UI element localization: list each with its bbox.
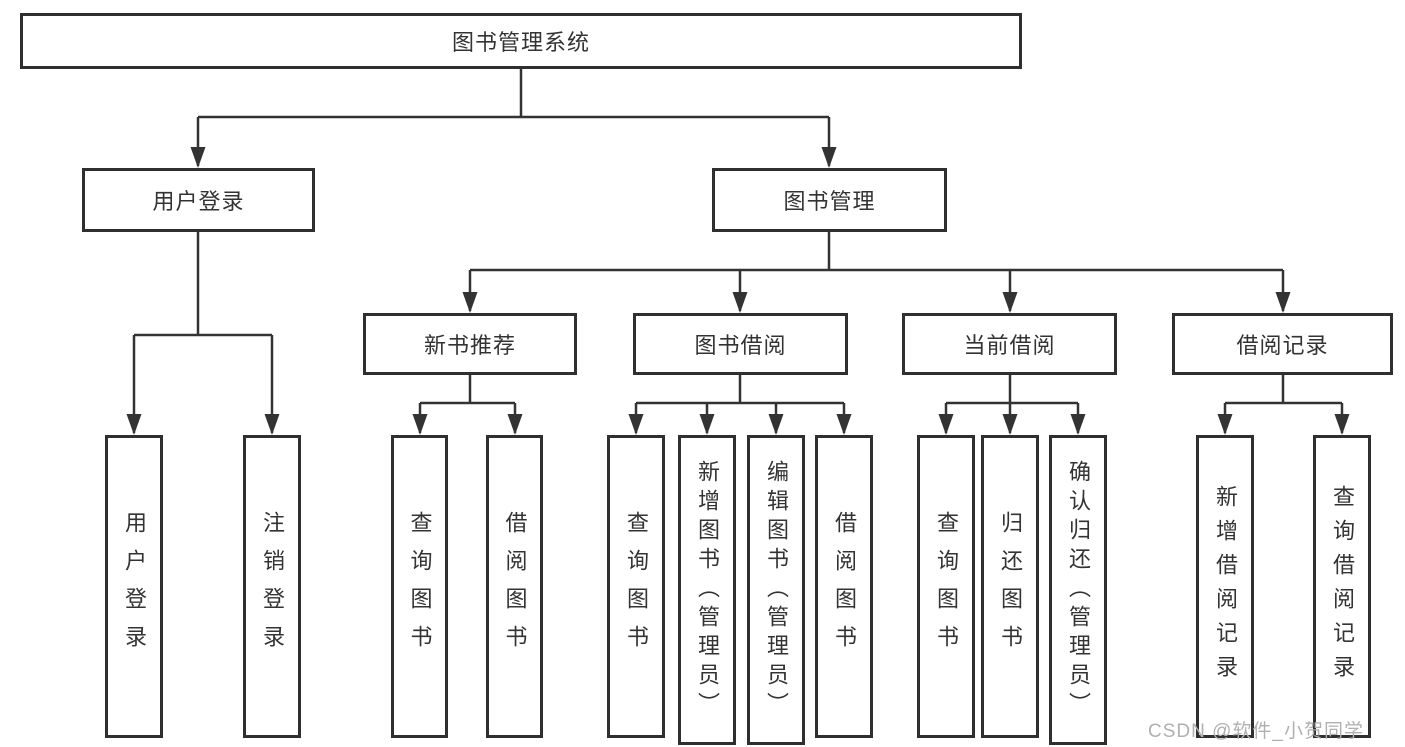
node-user-login: 用户登录: [82, 168, 315, 232]
node-book-borrow: 图书借阅: [633, 313, 848, 375]
leaf-query-books-current: 查询图书: [917, 435, 975, 738]
leaf-add-books-admin: 新增图书（管理员）: [678, 435, 736, 745]
node-book-management: 图书管理: [712, 168, 947, 232]
node-current-borrow: 当前借阅: [902, 313, 1117, 375]
arrowheads: [126, 147, 1350, 435]
node-borrow-record: 借阅记录: [1172, 313, 1393, 375]
leaf-borrow-books-newbook: 借阅图书: [486, 435, 543, 738]
leaf-add-borrow-record: 新增借阅记录: [1196, 435, 1254, 738]
leaf-query-borrow-record: 查询借阅记录: [1313, 435, 1371, 738]
csdn-watermark: CSDN @软件_小贺同学: [1148, 721, 1364, 742]
leaf-return-books: 归还图书: [981, 435, 1039, 738]
leaf-query-books-newbook: 查询图书: [391, 435, 448, 738]
leaf-query-books-borrow: 查询图书: [607, 435, 665, 738]
node-new-book-recommend: 新书推荐: [363, 313, 577, 375]
leaf-confirm-return-admin: 确认归还（管理员）: [1049, 435, 1107, 745]
leaf-borrow-books-borrow: 借阅图书: [815, 435, 873, 738]
leaf-logout: 注销登录: [243, 435, 301, 738]
leaf-user-login: 用户登录: [105, 435, 163, 738]
node-root-library-system: 图书管理系统: [20, 13, 1022, 69]
leaf-edit-books-admin: 编辑图书（管理员）: [747, 435, 805, 745]
